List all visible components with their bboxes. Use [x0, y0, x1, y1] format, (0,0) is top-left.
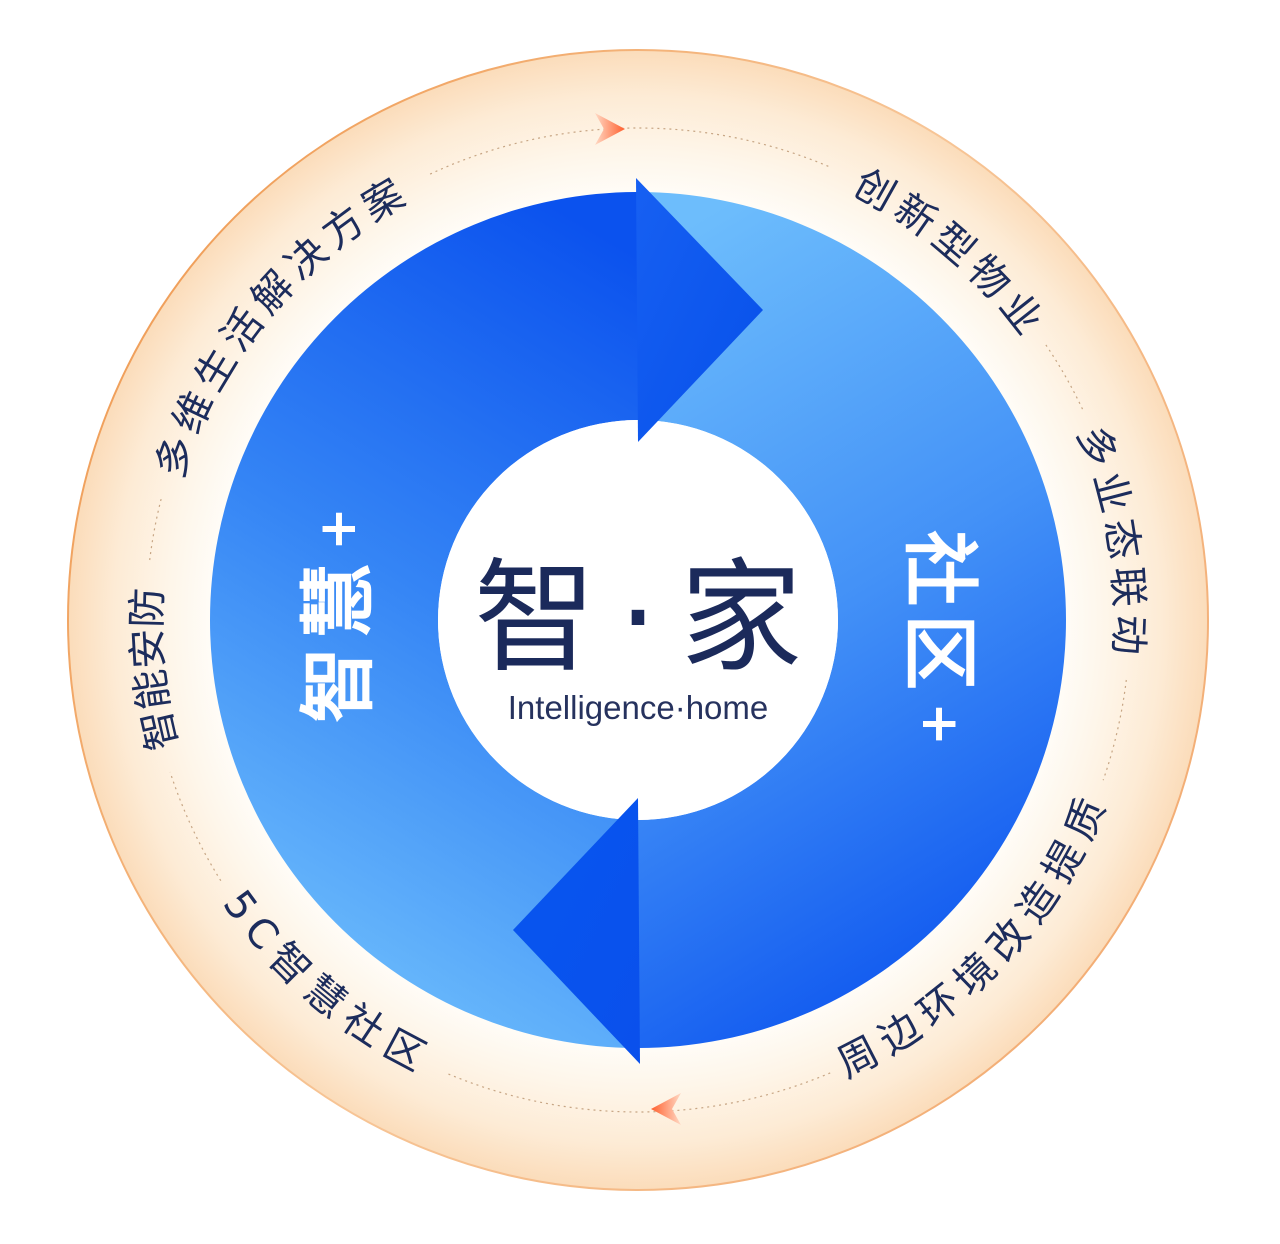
cycle-left-half: [210, 192, 638, 1048]
dashed-orbit: [149, 127, 1127, 1113]
cycle-right-half: [638, 192, 1066, 1048]
cycle-arrowhead-top-icon: [636, 178, 763, 442]
cycle-label-left: 智慧+: [294, 499, 383, 723]
center-disc: [438, 420, 838, 820]
center-title: 智·家: [474, 547, 802, 689]
center-subtitle: Intelligence·home: [508, 689, 769, 726]
orbit-arrow-left-icon: [651, 1093, 681, 1125]
dashed-orbit-segment: [1102, 679, 1127, 781]
cycle-arrowhead-bottom-icon: [513, 798, 640, 1064]
dashed-orbit-segment: [429, 127, 831, 175]
cycle-label-right: 社区+: [896, 530, 985, 754]
dashed-orbit-segment: [169, 771, 222, 882]
orbit-arrow-right-icon: [595, 113, 625, 145]
dashed-orbit-segment: [149, 496, 163, 561]
